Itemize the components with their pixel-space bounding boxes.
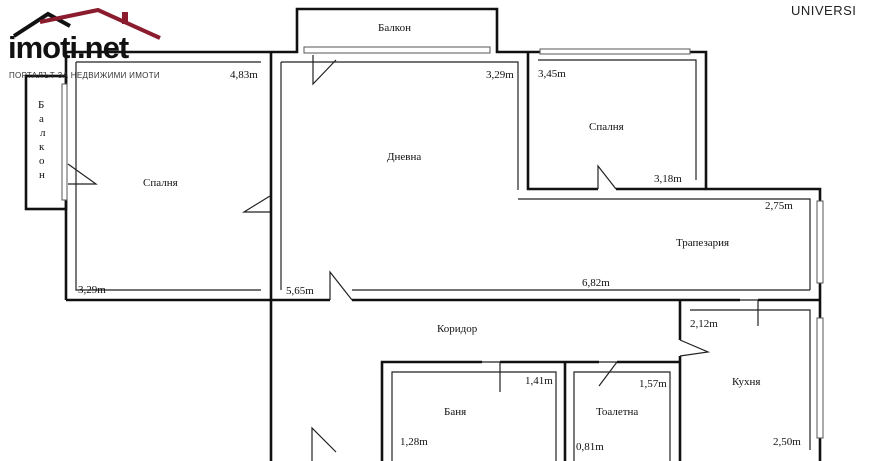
dim-toilet-h: 0,81m [576, 441, 604, 453]
kitchen-inner [690, 309, 811, 450]
bedroom-right-inner [538, 59, 697, 180]
dim-bath-w: 1,41m [525, 375, 553, 387]
svg-text:к: к [39, 141, 45, 153]
svg-text:л: л [40, 127, 46, 139]
door-bedroom-left [241, 195, 271, 213]
door-living [329, 270, 353, 301]
door-bathroom [482, 361, 501, 392]
logo-roof-left-icon [12, 11, 71, 38]
door-entrance [311, 426, 337, 461]
svg-text:о: о [39, 155, 45, 167]
dim-dining-h: 2,75m [765, 200, 793, 212]
label-bedroom-right: Спалня [589, 121, 624, 133]
door-balcony-left [67, 163, 98, 185]
dim-kitchen-w: 2,12m [690, 318, 718, 330]
wall-bath-top-left [380, 360, 482, 461]
dining-window [816, 200, 824, 284]
bath-inner [391, 371, 557, 461]
label-kitchen: Кухня [732, 376, 760, 388]
label-balcony-left: Б а л к о н [38, 99, 46, 181]
label-bathroom: Баня [444, 406, 466, 418]
door-toilet [598, 361, 619, 387]
door-kitchen-top [740, 299, 759, 326]
label-balcony-top: Балкон [378, 22, 411, 34]
dining-inner [518, 198, 811, 290]
dim-dining-w: 6,82m [582, 277, 610, 289]
dim-bedroom-right-w: 3,45m [538, 68, 566, 80]
dim-living-h: 5,65m [286, 285, 314, 297]
balcony-left [24, 74, 68, 211]
bedroom-right-window [539, 48, 691, 55]
logo-text[interactable]: imoti.net [8, 30, 129, 65]
living-inner-top [281, 61, 519, 190]
outer-wall [66, 7, 822, 461]
balcony-left-door-window [61, 83, 68, 201]
svg-text:а: а [39, 113, 44, 125]
toilet-inner [573, 371, 671, 461]
label-bedroom-left: Спалня [143, 177, 178, 189]
label-dining: Трапезария [676, 237, 729, 249]
balcony-top-door-window [303, 46, 491, 54]
dim-bath-h: 1,28m [400, 436, 428, 448]
label-corridor: Коридор [437, 323, 478, 335]
door-kitchen [679, 339, 711, 357]
label-toilet: Тоалетна [596, 406, 638, 418]
dim-toilet-w: 1,57m [639, 378, 667, 390]
svg-text:н: н [39, 169, 45, 181]
logo-roof-icon [39, 7, 161, 40]
dim-kitchen-h: 2,50m [773, 436, 801, 448]
wall-bedroom-right [526, 52, 598, 191]
dim-living-w: 3,29m [486, 69, 514, 81]
brand-watermark: UNIVERSI [791, 3, 857, 18]
dim-bedroom-left-h: 3,29m [78, 284, 106, 296]
svg-text:Б: Б [38, 99, 44, 111]
label-living: Дневна [387, 151, 421, 163]
door-bedroom-right [597, 164, 617, 190]
kitchen-window [816, 317, 824, 439]
logo-tagline: ПОРТАЛЪТ ЗА НЕДВИЖИМИ ИМОТИ [9, 71, 160, 80]
bedroom-left-inner [75, 62, 261, 291]
door-balcony-top [312, 55, 337, 86]
dim-bedroom-right-h: 3,18m [654, 173, 682, 185]
logo-chimney-icon [122, 12, 128, 24]
dim-bedroom-left-w: 4,83m [230, 69, 258, 81]
